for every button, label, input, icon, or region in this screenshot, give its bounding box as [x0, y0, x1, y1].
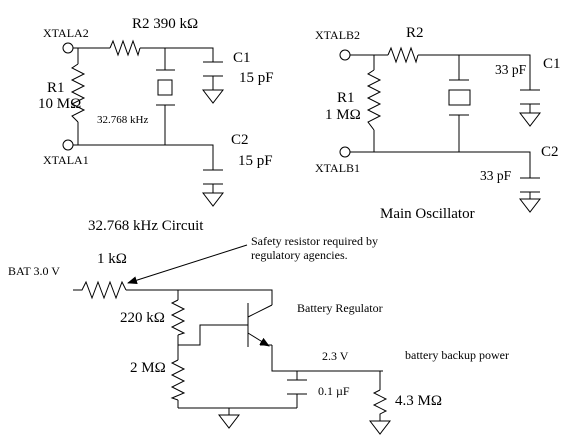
- c2-capacitor: [201, 169, 225, 207]
- main-r2-name: R2: [406, 25, 424, 41]
- safety-resistor-zigzag: [73, 280, 127, 300]
- ground-regulator: [217, 414, 241, 429]
- safety-note-line2: regulatory agencies.: [251, 248, 348, 262]
- pin-xtalb1: [339, 146, 351, 158]
- output-label: battery backup power: [405, 348, 509, 362]
- main-c1-capacitor: [518, 89, 542, 127]
- xtal-32k-wiring: [73, 47, 214, 170]
- pin-label-xtalb2: XTALB2: [315, 28, 360, 42]
- r1-name: R1: [47, 80, 65, 96]
- c1-capacitor: [201, 61, 225, 104]
- c2-value: 15 pF: [238, 153, 273, 169]
- r-220k-value: 220 kΩ: [120, 310, 165, 326]
- r-4.3m-zigzag: [372, 389, 388, 421]
- battery-regulator-circuit: BAT 3.0 V 1 kΩ Safety resistor required …: [8, 234, 509, 435]
- pin-xtalb2: [339, 49, 351, 61]
- ground-load: [368, 420, 392, 435]
- main-r2-resistor-zigzag: [387, 46, 419, 64]
- main-c2-capacitor: [518, 177, 542, 213]
- safety-note-line1: Safety resistor required by: [251, 234, 378, 248]
- main-r1-resistor-zigzag: [366, 69, 382, 131]
- c2-name: C2: [231, 132, 249, 148]
- main-c1-value: 33 pF: [495, 62, 527, 77]
- xtal-32k-circuit: XTALA2 XTALA1 R2 390 kΩ R1 10 MΩ 32.768 …: [38, 16, 274, 234]
- crystal-32k: [156, 69, 175, 106]
- r-220k-zigzag: [170, 299, 186, 336]
- pin-xtala2: [62, 42, 74, 54]
- r1-value: 10 MΩ: [38, 96, 81, 112]
- battery-regulator-title: Battery Regulator: [297, 301, 383, 315]
- xtal-32k-title: 32.768 kHz Circuit: [88, 218, 204, 234]
- cap-value: 0.1 µF: [318, 384, 350, 398]
- r1-resistor-zigzag: [70, 63, 86, 123]
- main-r1-value: 1 MΩ: [325, 107, 361, 123]
- main-r1-name: R1: [337, 90, 355, 106]
- r-2m-zigzag: [170, 359, 186, 401]
- pin-xtala1: [62, 139, 74, 151]
- bat-label: BAT 3.0 V: [8, 264, 60, 278]
- output-voltage: 2.3 V: [322, 349, 349, 363]
- crystal-frequency-label: 32.768 kHz: [97, 114, 148, 126]
- r2-resistor-zigzag: [109, 39, 141, 57]
- r2-label: R2 390 kΩ: [132, 16, 198, 32]
- pin-label-xtala2: XTALA2: [43, 26, 89, 40]
- main-c2-name: C2: [541, 144, 559, 160]
- load-resistor-value: 4.3 MΩ: [395, 393, 442, 409]
- r-2m-value: 2 MΩ: [130, 360, 166, 376]
- main-oscillator-title: Main Oscillator: [380, 206, 475, 222]
- crystal-main: [448, 79, 471, 116]
- c1-value: 15 pF: [239, 70, 274, 86]
- safety-resistor-value: 1 kΩ: [97, 251, 127, 267]
- transistor: [247, 303, 273, 347]
- output-capacitor: [287, 379, 307, 395]
- c1-name: C1: [233, 50, 251, 66]
- pin-label-xtala1: XTALA1: [43, 153, 89, 167]
- main-c2-value: 33 pF: [480, 168, 512, 183]
- pin-label-xtalb1: XTALB1: [315, 161, 360, 175]
- main-c1-name: C1: [543, 56, 561, 72]
- main-osc-wiring: [350, 54, 531, 178]
- safety-note-arrow: [127, 244, 248, 285]
- main-oscillator-circuit: XTALB2 XTALB1 R2 R1 1 MΩ C1 33 pF C2 33 …: [315, 25, 561, 222]
